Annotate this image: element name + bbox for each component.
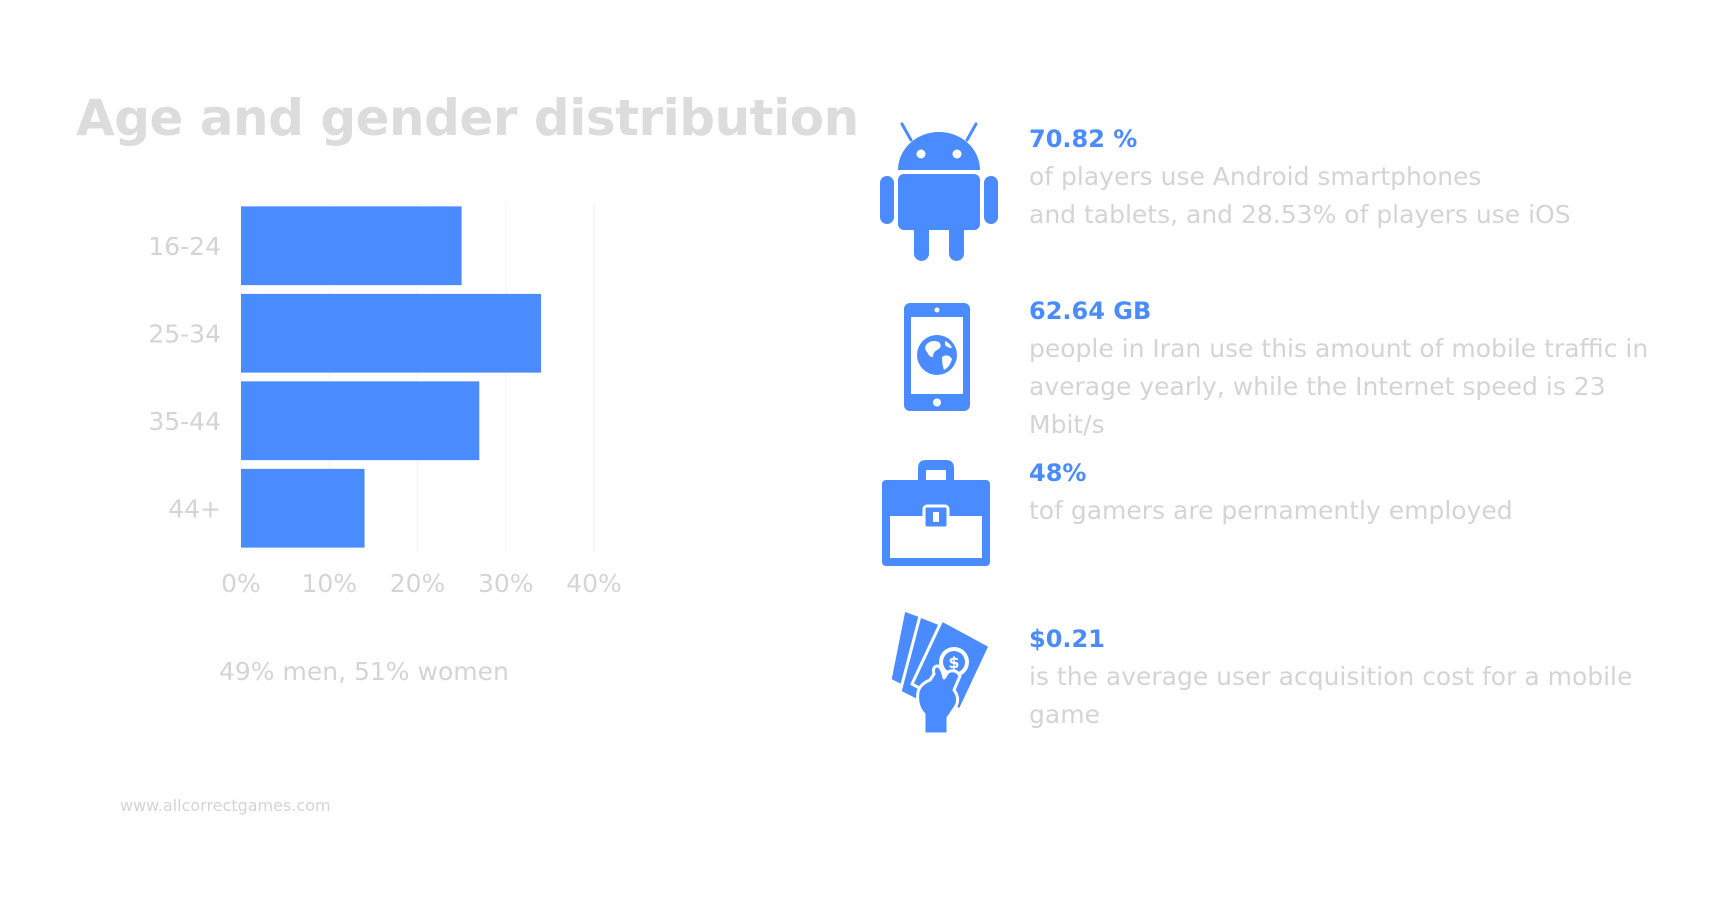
stat-acquisition-cost: $0.21 is the average user acquisition co… (1029, 620, 1689, 734)
bar-25-34 (241, 293, 542, 373)
gender-caption: 49% men, 51% women (219, 657, 509, 686)
money-hand-icon: $ (888, 608, 992, 736)
x-tick-label: 0% (221, 569, 261, 598)
stat-description: is the average user acquisition cost for… (1029, 662, 1633, 729)
category-label: 25-34 (148, 319, 221, 348)
stat-value: 70.82 % (1029, 125, 1138, 153)
x-tick-label: 40% (566, 569, 622, 598)
stat-description: people in Iran use this amount of mobile… (1029, 334, 1649, 439)
stat-value: 48% (1029, 459, 1087, 487)
stat-description: tof gamers are pernamently employed (1029, 496, 1513, 525)
page-title: Age and gender distribution (76, 89, 859, 147)
x-tick-label: 30% (478, 569, 534, 598)
phone-globe-icon (904, 303, 970, 411)
stat-android: 70.82 % of players use Android smartphon… (1029, 120, 1689, 234)
age-distribution-chart: 16-24 25-34 35-44 44+ 0% 10% 20% 30% 40% (148, 202, 622, 598)
stat-value: $0.21 (1029, 625, 1105, 653)
category-label: 16-24 (148, 232, 221, 261)
bar-35-44 (241, 381, 480, 461)
x-tick-label: 10% (301, 569, 357, 598)
svg-text:$: $ (948, 653, 959, 672)
category-label: 35-44 (148, 407, 221, 436)
bar-44+ (241, 468, 365, 548)
category-label: 44+ (168, 494, 221, 523)
stat-value: 62.64 GB (1029, 297, 1152, 325)
briefcase-icon (882, 460, 990, 566)
stat-traffic: 62.64 GB people in Iran use this amount … (1029, 292, 1689, 444)
stat-employment: 48% tof gamers are pernamently employed (1029, 454, 1689, 530)
bar-16-24 (241, 206, 462, 286)
footer-url: www.allcorrectgames.com (120, 796, 331, 815)
x-tick-label: 20% (390, 569, 446, 598)
stat-description: of players use Android smartphones and t… (1029, 162, 1571, 229)
android-icon (880, 122, 998, 261)
